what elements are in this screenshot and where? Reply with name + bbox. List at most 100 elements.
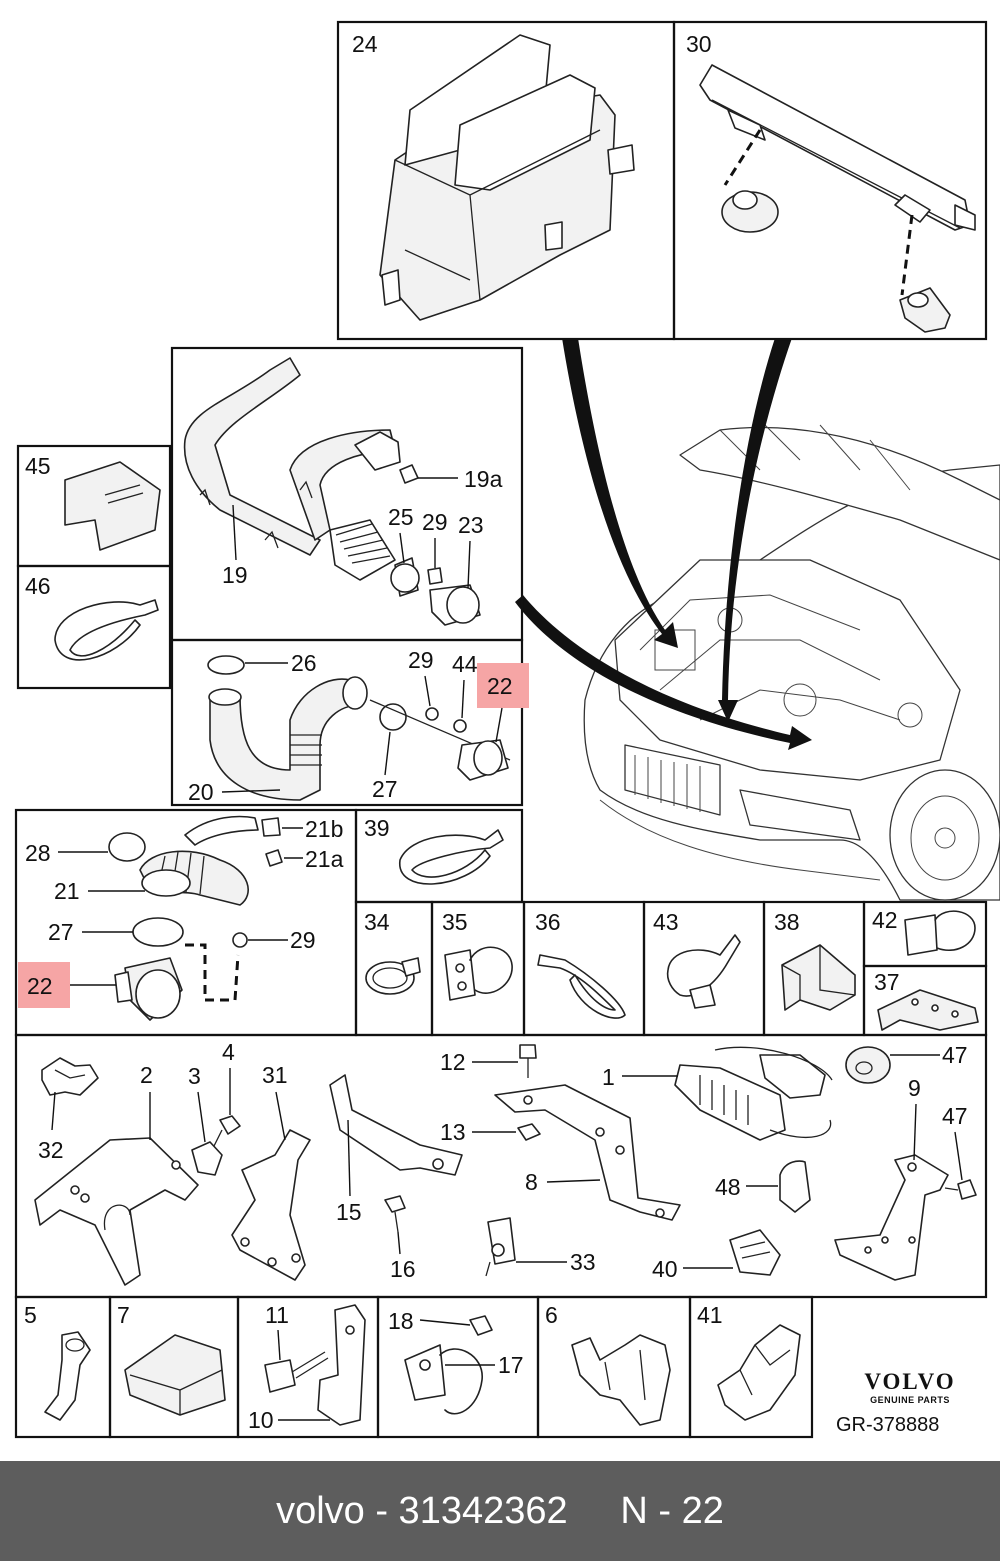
cable-tie (537, 954, 626, 1019)
drawing-code: GR-378888 (836, 1414, 940, 1436)
callout-34: 34 (364, 909, 390, 935)
p-clip (444, 946, 513, 1001)
parts-diagram: 24 30 19a (14, 20, 1000, 1439)
callout-9: 9 (908, 1075, 921, 1101)
bolt-47 (957, 1179, 977, 1200)
brand-wordmark: VOLVO (864, 1369, 956, 1394)
screw-16 (384, 1195, 406, 1213)
pointer-arrow (515, 595, 812, 750)
callout-1: 1 (602, 1064, 615, 1090)
footer-bar: volvo - 31342362 N - 22 (0, 1461, 1000, 1561)
clip-5 (44, 1331, 91, 1421)
callout-16: 16 (390, 1256, 416, 1282)
p-clip (904, 910, 976, 956)
bracket-9 (834, 1154, 949, 1281)
bolt-12 (519, 1044, 537, 1059)
callout-46: 46 (25, 573, 51, 599)
callout-44: 44 (452, 651, 478, 677)
cable-tie (399, 829, 504, 885)
callout-2: 2 (140, 1062, 153, 1088)
callout-35: 35 (442, 909, 468, 935)
highlight-22-bottom (18, 962, 70, 1008)
panel-41 (688, 1295, 814, 1439)
callout-42: 42 (872, 907, 898, 933)
callout-8: 8 (525, 1169, 538, 1195)
callout-39: 39 (364, 815, 390, 841)
plate-bracket (877, 989, 979, 1031)
clip-7 (124, 1334, 226, 1416)
bracket-31 (231, 1129, 311, 1281)
intake-hose-20 (207, 655, 511, 801)
callout-45: 45 (25, 453, 51, 479)
callout-22: 22 (487, 673, 513, 699)
callout-21b: 21b (305, 816, 343, 842)
intake-hose-21 (108, 815, 283, 1021)
callout-37: 37 (874, 969, 900, 995)
pointer-arrow (562, 338, 678, 648)
nut-clip-33 (487, 1217, 516, 1265)
callout-26: 26 (291, 650, 317, 676)
panel-30 (672, 20, 988, 341)
callout-12: 12 (440, 1049, 466, 1075)
callout-40: 40 (652, 1256, 678, 1282)
car-illustration (583, 419, 1000, 901)
callout-7: 7 (117, 1302, 130, 1328)
p-clip-17 (404, 1344, 483, 1415)
callout-11: 11 (265, 1302, 289, 1328)
fuel-rail (699, 64, 976, 333)
screw-11 (264, 1359, 296, 1393)
heat-shield-clip (64, 461, 161, 551)
callout-3: 3 (188, 1063, 201, 1089)
callout-24: 24 (352, 31, 378, 57)
callout-47: 47 (942, 1042, 968, 1068)
callout-13: 13 (440, 1119, 466, 1145)
intake-pipe-19 (183, 357, 481, 626)
nut-13 (517, 1123, 541, 1141)
callout-27: 27 (372, 776, 398, 802)
callout-5: 5 (24, 1302, 37, 1328)
clip-40 (729, 1229, 781, 1276)
cable-tie (54, 599, 159, 661)
brand-subtitle: GENUINE PARTS (870, 1395, 950, 1405)
callout-48: 48 (715, 1174, 741, 1200)
panel-46 (16, 564, 172, 690)
clip-6 (571, 1334, 671, 1426)
callout-17: 17 (498, 1352, 524, 1378)
highlight-22-top (477, 663, 529, 708)
callout-18: 18 (388, 1308, 414, 1334)
bracket (781, 944, 856, 1011)
washer-47 (845, 1046, 891, 1084)
clip-48 (779, 1160, 811, 1213)
cable-tie-clip (666, 934, 741, 997)
callout-30: 30 (686, 31, 712, 57)
pointer-arrow (718, 338, 792, 722)
bracket-8 (494, 1084, 681, 1221)
volvo-genuine-parts-logo: VOLVO GENUINE PARTS (850, 1370, 970, 1406)
callout-29: 29 (422, 509, 448, 535)
callout-20: 20 (188, 779, 214, 805)
clip-32 (41, 1057, 99, 1096)
sensor-1 (674, 1046, 833, 1141)
footer-part-number: volvo - 31342362 N - 22 (276, 1490, 724, 1532)
callout-47: 47 (942, 1103, 968, 1129)
callout-28: 28 (25, 840, 51, 866)
bolt-4 (219, 1115, 241, 1135)
callout-21a: 21a (305, 846, 344, 872)
panel-20 (170, 638, 524, 807)
callout-19: 19 (222, 562, 248, 588)
clip-10 (317, 1304, 366, 1426)
callout-4: 4 (222, 1039, 235, 1065)
callout-10: 10 (248, 1407, 274, 1433)
callout-41: 41 (697, 1302, 723, 1328)
callout-19a: 19a (464, 466, 503, 492)
callout-27: 27 (48, 919, 74, 945)
bracket-15 (329, 1074, 463, 1176)
callout-31: 31 (262, 1062, 288, 1088)
callout-32: 32 (38, 1137, 64, 1163)
callout-33: 33 (570, 1249, 596, 1275)
callout-36: 36 (535, 909, 561, 935)
air-filter-housing (379, 34, 635, 321)
clip-41 (717, 1324, 801, 1421)
callout-15: 15 (336, 1199, 362, 1225)
callout-29: 29 (290, 927, 316, 953)
